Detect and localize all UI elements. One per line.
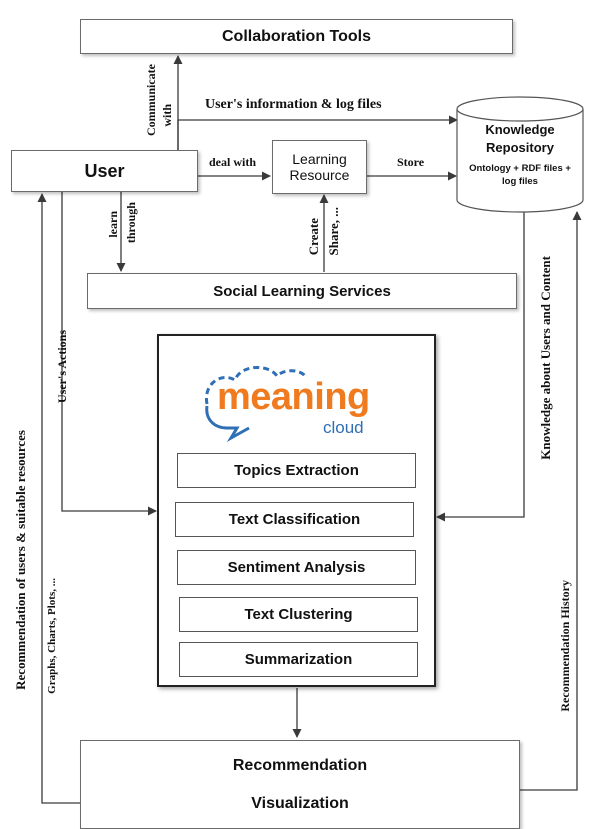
meaningcloud-logo-sub: cloud [323,418,364,437]
meaningcloud-logo-main: meaning [217,376,370,418]
recommendation-users-label: Recommendation of users & suitable resou… [13,430,28,690]
user-info-arrow [177,115,458,150]
knowledge-about-label: Knowledge about Users and Content [538,256,553,460]
users-actions-arrow [61,192,157,516]
visualization-label: Visualization [251,794,349,812]
learn-label-2: through [124,202,138,244]
service-label: Text Classification [228,511,361,528]
recommendation-to-user-arrow [37,193,80,804]
collaboration-tools-label: Collaboration Tools [221,27,372,45]
recommendation-label: Recommendation [232,756,368,774]
communicate-label-2: with [160,104,174,127]
service-topics-extraction: Topics Extraction [177,453,416,488]
service-text-clustering: Text Clustering [179,597,418,632]
collaboration-tools-box: Collaboration Tools [80,19,513,54]
user-label: User [84,160,125,181]
service-label: Text Clustering [244,606,353,623]
deal-with-label: deal with [209,155,257,169]
service-sentiment-analysis: Sentiment Analysis [177,550,416,585]
knowledge-repository-sub-1: Ontology + RDF files + [469,163,571,174]
user-box: User [11,150,198,192]
store-label: Store [397,155,425,169]
recommendation-history-arrow [520,211,582,791]
knowledge-repository-cylinder [456,96,584,213]
learning-resource-label-1: Learning [292,151,347,167]
knowledge-repository-text: Knowledge Repository Ontology + RDF file… [457,122,583,187]
service-label: Topics Extraction [234,462,359,479]
knowledge-repository-sub-2: log files [502,176,538,187]
knowledge-repository-title-1: Knowledge [485,122,555,137]
communicate-label-1: Communicate [144,64,158,136]
cloud-outline-icon [204,366,307,442]
graphs-label: Graphs, Charts, Plots, ... [46,578,58,694]
recommendation-history-label: Recommendation History [558,580,572,712]
service-summarization: Summarization [179,642,418,677]
learning-resource-box: Learning Resource [272,140,367,194]
knowledge-repository-title-2: Repository [486,140,554,155]
recommendation-visualization-box: Recommendation Visualization [80,740,520,829]
social-learning-services-label: Social Learning Services [213,282,391,300]
service-text-classification: Text Classification [175,502,414,537]
create-label-1: Create [306,218,321,256]
create-label-2: Share, ... [326,207,341,256]
users-info-label: User's information & log files [205,97,382,112]
service-label: Summarization [244,651,353,668]
meaningcloud-logo: meaning cloud [197,362,397,442]
learning-resource-label-2: Resource [289,167,350,183]
service-label: Sentiment Analysis [227,559,366,576]
users-actions-label: User's Actions [55,330,69,403]
social-learning-services-box: Social Learning Services [87,273,517,309]
learn-label-1: learn [106,211,120,238]
knowledge-arrow [436,212,525,522]
